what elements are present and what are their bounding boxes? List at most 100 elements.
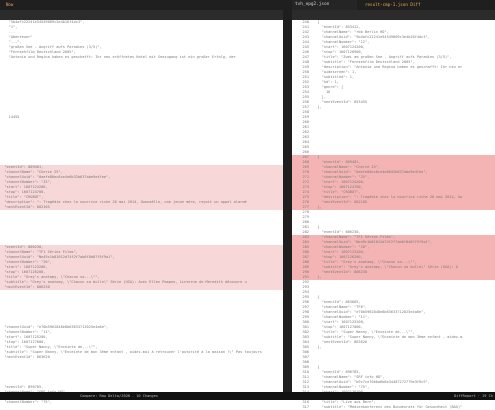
- code-line[interactable]: 274 "title": "CROBOT",: [292, 190, 495, 195]
- code-line[interactable]: 243 "channelUuid": "Sb4afc22241e54549009…: [292, 35, 495, 40]
- code-line[interactable]: 245 "start": 1607124200,: [292, 45, 495, 50]
- tab-result-diff[interactable]: result-cmp-1.json Diff: [357, 0, 495, 10]
- code-line[interactable]: 275 "description": ": Tragédie chez la n…: [292, 195, 495, 200]
- code-line[interactable]: "stop": 1607127000,: [0, 340, 283, 345]
- code-line[interactable]: "Fernsehfilm Deutschland 2005",: [0, 50, 283, 55]
- code-line[interactable]: 251 "subtitled": 1,: [292, 75, 495, 80]
- code-line[interactable]: 273 "stop": 1607124700,: [292, 185, 495, 190]
- tab-left[interactable]: Now: [6, 2, 14, 7]
- code-line[interactable]: 317 "subtitle": "Medienkonferenz des Bun…: [292, 405, 495, 410]
- code-line[interactable]: 311 "channelName": "SRF info HD",: [292, 375, 495, 380]
- code-line[interactable]: "channelName": "TF1 Séries Films",: [0, 250, 283, 255]
- code-line[interactable]: "eventId": 809401,: [0, 165, 283, 170]
- code-line[interactable]: "start": 1607125200,: [0, 335, 283, 340]
- code-line[interactable]: 310 "eventId": 896785,: [292, 370, 495, 375]
- code-line[interactable]: 268 "eventId": 809401,: [292, 160, 495, 165]
- code-line[interactable]: 294: [292, 290, 495, 295]
- code-line[interactable]: 272 "start": 1607124200,: [292, 180, 495, 185]
- code-line[interactable]: 258: [292, 110, 495, 115]
- code-line[interactable]: 308: [292, 360, 495, 365]
- code-line[interactable]: 254 16: [292, 90, 495, 95]
- code-line[interactable]: "channelUuid": "Ne49c1b81612d74f2f7ab6f8…: [0, 255, 283, 260]
- code-line[interactable]: 263: [292, 135, 495, 140]
- code-line[interactable]: "channelNumber": "75",: [0, 400, 283, 405]
- code-line[interactable]: 278: [292, 210, 495, 215]
- code-line[interactable]: "stop": 1607124700,: [0, 190, 283, 195]
- code-line[interactable]: 303 "subtitle": "Super Nanny, \"Enceinte…: [292, 335, 495, 340]
- code-line[interactable]: 301 "stop": 1607127000,: [292, 325, 495, 330]
- code-line[interactable]: 282 "eventId": 806230,: [292, 230, 495, 235]
- code-line[interactable]: ...: [0, 30, 283, 35]
- code-line[interactable]: "channelName": "Cherie 25",: [0, 170, 283, 175]
- code-line[interactable]: "Sb4afc22241e54549009c3e4b16f4dc3",: [0, 20, 283, 25]
- code-line[interactable]: 269 "channelName": "Cherie 25",: [292, 165, 495, 170]
- code-line[interactable]: 312 "channelUuid": "b9c7ce70b6a6b8e34487…: [292, 380, 495, 385]
- code-line[interactable]: 295 {: [292, 295, 495, 300]
- code-line[interactable]: 264: [292, 140, 495, 145]
- code-line[interactable]: 288 "title": "Grey's anatomy, \"Chacun s…: [292, 260, 495, 265]
- code-line[interactable]: 265: [292, 145, 495, 150]
- code-line[interactable]: 261: [292, 125, 495, 130]
- code-line[interactable]: "Abenteuer": [0, 35, 283, 40]
- code-line[interactable]: "channelNumber": "20",: [0, 260, 283, 265]
- code-line[interactable]: 252 "hd": 1,: [292, 80, 495, 85]
- code-line[interactable]: "title": "CROBOT",: [0, 195, 283, 200]
- code-line[interactable]: "title": "Grey's anatomy, \"Chacun sa...…: [0, 275, 283, 280]
- code-line[interactable]: 292: [292, 280, 495, 285]
- code-line[interactable]: 242 "channelName": "rbb Berlin HD",: [292, 30, 495, 35]
- code-line[interactable]: "nextEventId": 806230: [0, 285, 283, 290]
- code-line[interactable]: 257 },: [292, 105, 495, 110]
- code-line[interactable]: "subtitle": "Grey's anatomy, \"Chacun sa…: [0, 280, 283, 285]
- code-line[interactable]: 240 {: [292, 20, 495, 25]
- code-line[interactable]: 293: [292, 285, 495, 290]
- code-line[interactable]: 281 {: [292, 225, 495, 230]
- code-line[interactable]: "channelNumber": "25",: [0, 180, 283, 185]
- code-line[interactable]: "channelUuid": "e70b5962848e8b6363371202…: [0, 325, 283, 330]
- code-line[interactable]: 286 "start": 1607123200,: [292, 250, 495, 255]
- code-line[interactable]: 300 "start": 1607125200,: [292, 320, 495, 325]
- code-line[interactable]: 280: [292, 220, 495, 225]
- code-line[interactable]: 241 "eventId": 853412,: [292, 25, 495, 30]
- code-line[interactable]: "description": ": Tragédie chez la nourr…: [0, 200, 283, 205]
- code-line[interactable]: 246 "stop": 1607126900,: [292, 50, 495, 55]
- code-line[interactable]: "nextEventId": 863620: [0, 355, 283, 360]
- code-line[interactable]: "nextEventId": 802105: [0, 205, 283, 210]
- code-line[interactable]: "stop": 1607126200,: [0, 270, 283, 275]
- code-line[interactable]: 250 "widescreen": 1,: [292, 70, 495, 75]
- code-line[interactable]: 291 },: [292, 275, 495, 280]
- code-line[interactable]: 14455: [0, 115, 283, 120]
- code-line[interactable]: 271 "channelNumber": "25",: [292, 175, 495, 180]
- code-line[interactable]: 266: [292, 150, 495, 155]
- code-line[interactable]: 289 "subtitle": "Grey's anatomy, \"Chacu…: [292, 265, 495, 270]
- code-line[interactable]: "großen See - Angriff aufs Paradies (3/5…: [0, 45, 283, 50]
- code-line[interactable]: 284 "channelUuid": "Ne49c1b81612d74f2f7a…: [292, 240, 495, 245]
- pane-splitter[interactable]: [283, 10, 292, 392]
- code-line[interactable]: "start": 1607123200,: [0, 265, 283, 270]
- code-line[interactable]: "channelNumber": "11",: [0, 330, 283, 335]
- code-line[interactable]: 307: [292, 355, 495, 360]
- code-line[interactable]: "start": 1607124200,: [0, 185, 283, 190]
- code-line[interactable]: 287 "stop": 1607126200,: [292, 255, 495, 260]
- code-line[interactable]: 297 "channelName": "TF6",: [292, 305, 495, 310]
- code-line[interactable]: 306: [292, 350, 495, 355]
- code-line[interactable]: 259: [292, 115, 495, 120]
- code-line[interactable]: "subtitle": "Super Nanny, \"Enceinte de …: [0, 350, 283, 355]
- code-line[interactable]: "1",: [0, 25, 283, 30]
- code-line[interactable]: 244 "channelNumber": "12",: [292, 40, 495, 45]
- code-line[interactable]: "channelUuid": "0aefe80ec8ce4e6b32b637ab…: [0, 175, 283, 180]
- code-line[interactable]: 285 "channelNumber": "20",: [292, 245, 495, 250]
- code-line[interactable]: 296 "eventId": 863665,: [292, 300, 495, 305]
- code-line[interactable]: 249 "description": "Antonia und Regina h…: [292, 65, 495, 70]
- code-line[interactable]: 283 "channelName": "TF1 Séries Films",: [292, 235, 495, 240]
- code-line[interactable]: "...",: [0, 40, 283, 45]
- code-line[interactable]: 255 ],: [292, 95, 495, 100]
- code-line[interactable]: 313 "channelNumber": "75",: [292, 385, 495, 390]
- code-line[interactable]: 277 },: [292, 205, 495, 210]
- code-line[interactable]: 279: [292, 215, 495, 220]
- code-line[interactable]: 304 "nextEventId": 863620: [292, 340, 495, 345]
- code-line[interactable]: 270 "channelUuid": "0aefe80ec8ce4e6b32b6…: [292, 170, 495, 175]
- code-line[interactable]: 248 "subtitle": "Fernsehfilm Deutschland…: [292, 60, 495, 65]
- code-line[interactable]: "eventId": 806230,: [0, 245, 283, 250]
- code-line[interactable]: "Antonia und Regina haben es geschafft: …: [0, 55, 283, 60]
- code-line[interactable]: 302 "title": "Super Nanny, \"Enceinte de…: [292, 330, 495, 335]
